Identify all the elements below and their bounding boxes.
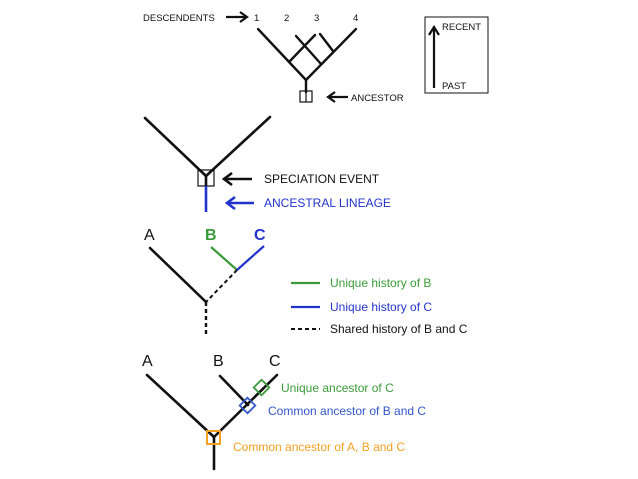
common-ancestor-bc-label: Common ancestor of B and C [268, 404, 426, 418]
speciation-left-branch [143, 116, 208, 178]
branch-a-2 [145, 373, 216, 439]
branch-3 [318, 32, 335, 53]
unique-ancestor-c-label: Unique ancestor of C [281, 381, 394, 395]
descendents-label: DESCENDENTS [143, 13, 215, 24]
speciation-right-branch [204, 115, 272, 178]
unique-ancestor-c-marker [252, 378, 271, 397]
descendents-arrowhead-icon [239, 11, 249, 23]
shared-history-bc-line [205, 269, 238, 303]
legend-unique-c-label: Unique history of C [330, 300, 432, 314]
ancestor-label: ANCESTOR [351, 93, 404, 104]
panel-3-history: A B C Unique history of B Unique history… [144, 227, 468, 336]
common-ancestor-abc-marker [206, 430, 221, 445]
panel-1-tree: DESCENDENTS 1 2 3 4 ANCESTOR RECENT PAST [143, 11, 489, 104]
panel-2-speciation: SPECIATION EVENT ANCESTRAL LINEAGE [143, 115, 391, 212]
speciation-label: SPECIATION EVENT [264, 172, 380, 186]
panel-4-ancestors: A B C Unique ancestor of C Common ancest… [142, 353, 426, 471]
branch-4 [304, 27, 358, 82]
tip-label-b-2: B [213, 353, 224, 370]
tip-label-c-2: C [269, 353, 281, 370]
unique-history-c-line [236, 245, 265, 271]
branch-2-junction [287, 33, 317, 64]
tip-label-3: 3 [314, 13, 319, 24]
branch-b-2 [218, 374, 250, 407]
tip-label-2: 2 [284, 13, 289, 24]
legend-unique-b-label: Unique history of B [330, 276, 431, 290]
branch-1 [256, 27, 308, 82]
branch-a [148, 246, 208, 304]
tip-label-1: 1 [254, 13, 259, 24]
tip-label-a-2: A [142, 353, 153, 370]
common-ancestor-bc-marker [238, 396, 257, 415]
branch-2 [294, 34, 323, 66]
common-ancestor-abc-label: Common ancestor of A, B and C [233, 440, 405, 454]
tip-label-4: 4 [353, 13, 358, 24]
tip-label-c: C [254, 227, 266, 244]
time-legend-box [424, 16, 489, 94]
unique-history-b-line [210, 246, 238, 271]
tip-label-b: B [205, 227, 217, 244]
legend-shared-label: Shared history of B and C [330, 322, 468, 336]
lineage-label: ANCESTRAL LINEAGE [264, 196, 391, 210]
legend-past-label: PAST [442, 81, 466, 92]
legend-recent-label: RECENT [442, 22, 481, 33]
tip-label-a: A [144, 227, 155, 244]
